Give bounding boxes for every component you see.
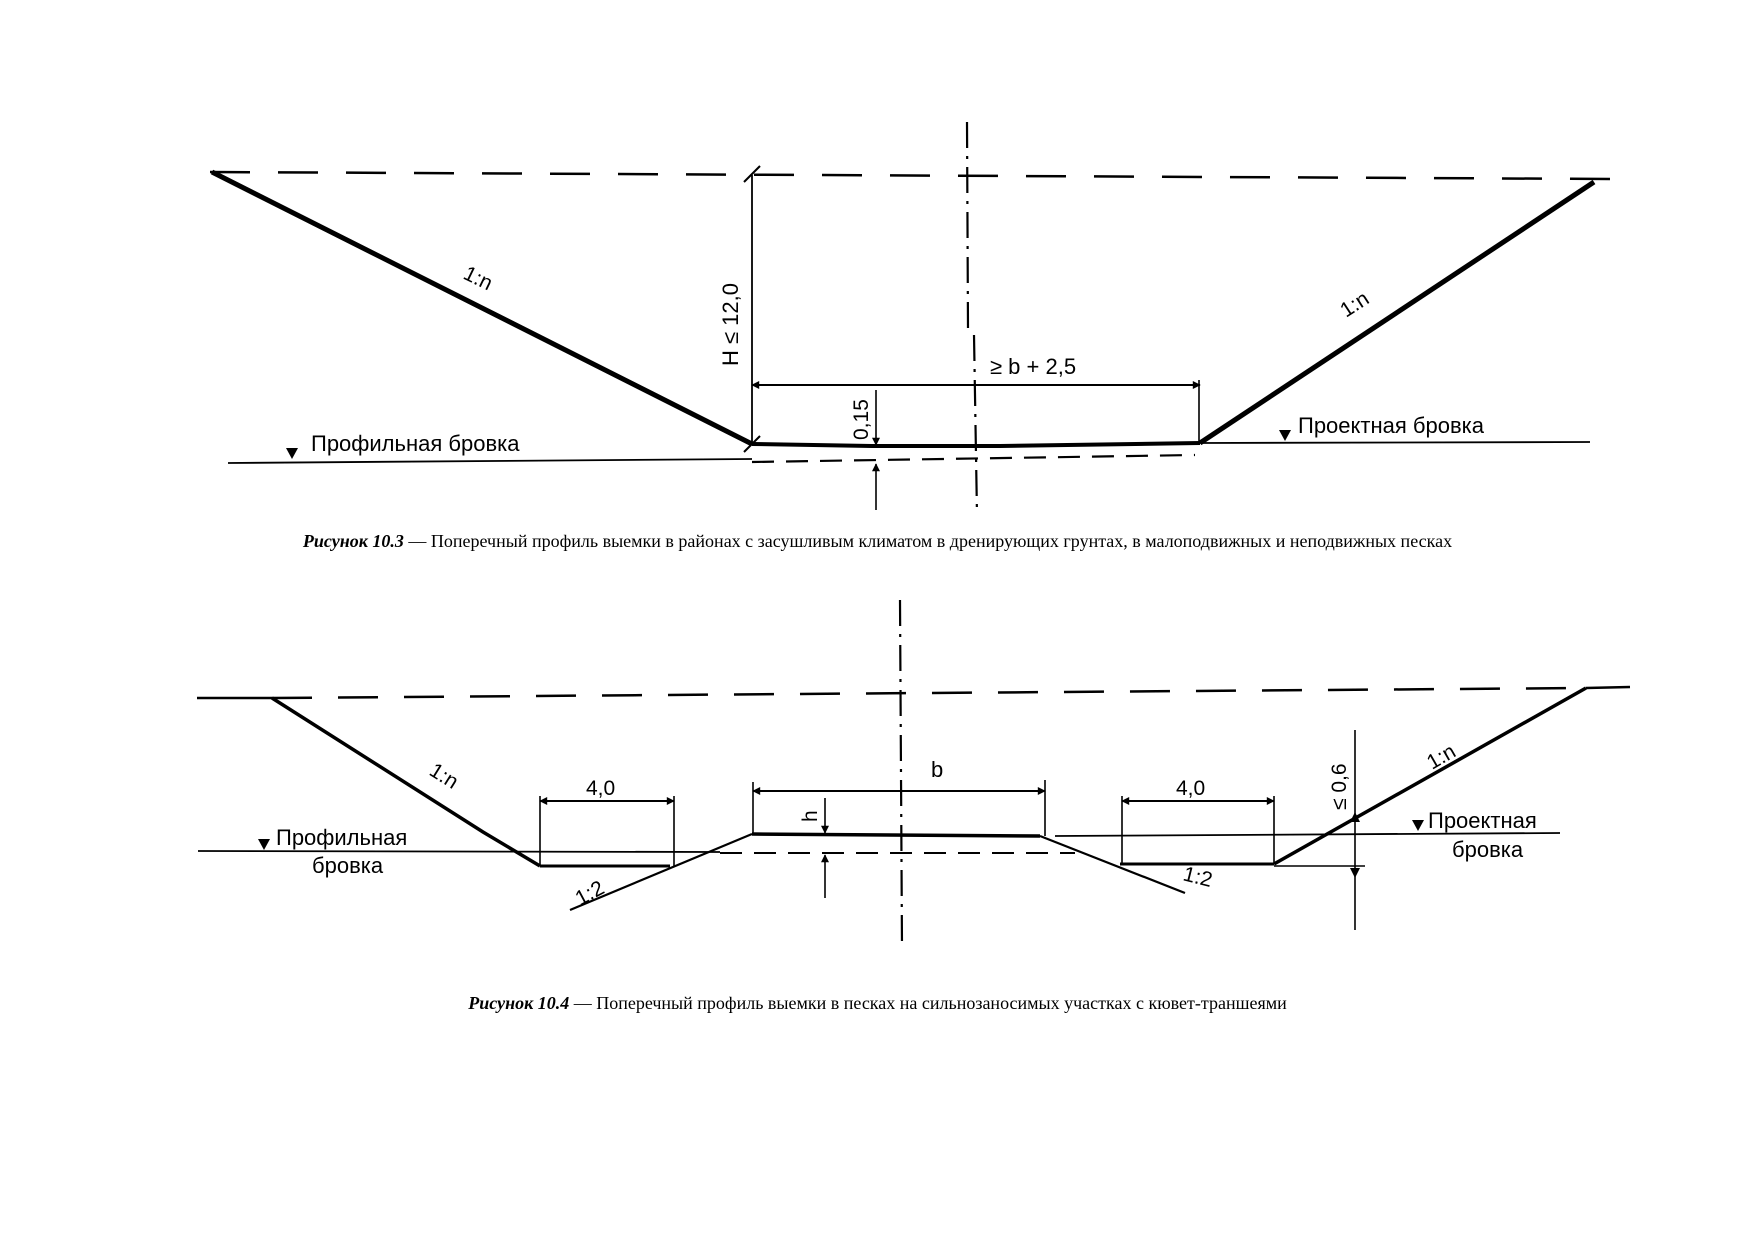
right-height-arrow-up bbox=[1350, 812, 1360, 822]
ground-surface-dashed-line-2 bbox=[271, 686, 1587, 700]
depth-label: H ≤ 12,0 bbox=[718, 283, 743, 366]
right-ditch-slope bbox=[1039, 834, 1186, 895]
width-label: ≥ b + 2,5 bbox=[990, 354, 1076, 379]
bottom-thickness-label: 0,15 bbox=[850, 399, 873, 440]
left-trench-width-label: 4,0 bbox=[586, 777, 615, 800]
centerline-2 bbox=[898, 599, 904, 949]
profile-edge-label-line2: бровка bbox=[312, 853, 384, 878]
figure-10-3-label: Рисунок 10.3 bbox=[302, 531, 404, 551]
design-level-line-2 bbox=[1054, 832, 1561, 837]
profile-edge-marker-icon-2 bbox=[258, 839, 270, 850]
left-ditch-slope bbox=[569, 832, 753, 912]
figure-10-4-label: Рисунок 10.4 bbox=[468, 993, 570, 1013]
design-edge-marker-icon-2 bbox=[1412, 820, 1424, 831]
subgrade-top-line bbox=[751, 832, 1041, 838]
design-edge-label-line1: Проектная bbox=[1428, 808, 1537, 833]
right-trench-width-label: 4,0 bbox=[1176, 777, 1205, 800]
ground-surface-dashed-line bbox=[209, 170, 1613, 181]
right-slope-label-2: 1:n bbox=[1423, 740, 1460, 775]
profile-level-line bbox=[227, 458, 753, 464]
figure-10-4-caption-text: — Поперечный профиль выемки в песках на … bbox=[569, 993, 1287, 1013]
right-slope-line bbox=[1198, 179, 1596, 446]
cut-bottom-line bbox=[751, 441, 1201, 448]
right-ground-shoulder bbox=[1585, 685, 1631, 690]
figure-10-4-diagram: 4,0 b h 4,0 ≤ 0,6 1:n 1:n 1:2 1:2 Профил… bbox=[197, 599, 1631, 949]
left-ditch-slope-label: 1:2 bbox=[572, 876, 609, 910]
profile-edge-marker-icon bbox=[286, 448, 298, 459]
subgrade-dashed-line bbox=[751, 453, 1196, 464]
right-height-arrow-down bbox=[1350, 868, 1360, 878]
profile-edge-label-line1: Профильная bbox=[276, 825, 407, 850]
figure-10-3-caption: Рисунок 10.3 — Поперечный профиль выемки… bbox=[0, 531, 1755, 552]
figure-10-3-diagram: H ≤ 12,0 ≥ b + 2,5 0,15 1:n 1:n Профильн… bbox=[209, 121, 1613, 516]
centerline-upper bbox=[965, 121, 970, 331]
left-slope-label: 1:n bbox=[460, 262, 496, 295]
left-slope-line-2 bbox=[271, 696, 541, 868]
design-edge-marker-icon bbox=[1279, 430, 1291, 441]
profile-level-line-2 bbox=[197, 850, 721, 853]
left-slope-line bbox=[210, 169, 754, 447]
subgrade-width-label: b bbox=[931, 757, 943, 782]
right-slope-line-2 bbox=[1273, 686, 1587, 866]
design-level-line bbox=[1199, 441, 1591, 444]
right-slope-label: 1:n bbox=[1336, 287, 1373, 322]
design-edge-label: Проектная бровка bbox=[1298, 413, 1485, 438]
figure-10-4-caption: Рисунок 10.4 — Поперечный профиль выемки… bbox=[0, 993, 1755, 1014]
profile-edge-label: Профильная бровка bbox=[311, 431, 520, 456]
right-height-label: ≤ 0,6 bbox=[1328, 763, 1351, 810]
centerline-lower bbox=[972, 334, 979, 516]
figure-10-3-caption-text: — Поперечный профиль выемки в районах с … bbox=[403, 531, 1453, 551]
depth-tick-top bbox=[743, 165, 761, 183]
design-edge-label-line2: бровка bbox=[1452, 837, 1524, 862]
height-label: h bbox=[799, 810, 822, 822]
right-ditch-slope-label: 1:2 bbox=[1181, 863, 1215, 892]
left-slope-label-2: 1:n bbox=[425, 759, 462, 794]
depth-tick-bottom bbox=[743, 435, 761, 453]
